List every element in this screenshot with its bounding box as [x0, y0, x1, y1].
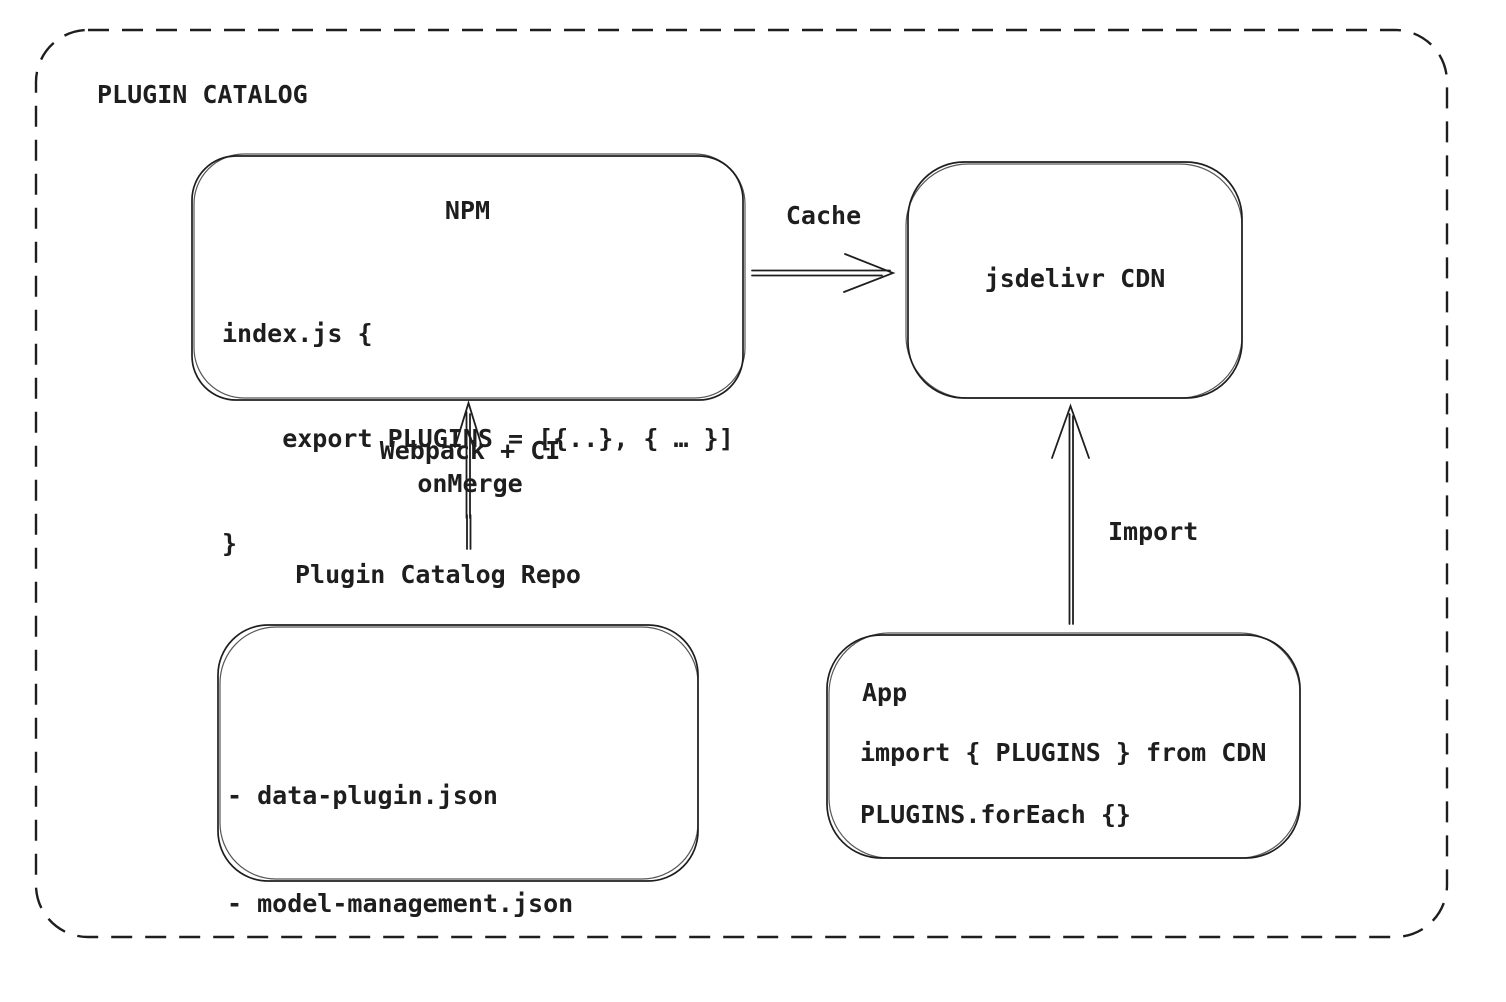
cache-edge-label: Cache: [785, 201, 862, 230]
catalog-boundary-outline: [34, 28, 1449, 939]
app-box-outline: [826, 632, 1301, 859]
repo-box-outline: [217, 624, 699, 882]
import-edge-label: Import: [1108, 517, 1199, 546]
repo-file-item: - model-management.json: [227, 889, 574, 918]
app-node-title: App: [862, 678, 908, 707]
repo-file-item: ...: [227, 994, 573, 1002]
cdn-box-outline: [905, 161, 1243, 399]
app-code-line: import { PLUGINS } from CDN: [860, 738, 1267, 767]
repo-file-list: - data-plugin.json - model-management.js…: [227, 706, 573, 1002]
app-code-line: PLUGINS.forEach {}: [860, 800, 1131, 829]
npm-code-line: export PLUGINS = [{..}, { … }]: [222, 424, 734, 453]
npm-node-title: NPM: [444, 196, 491, 225]
npm-box-outline: [191, 153, 746, 401]
repo-file-item: - data-plugin.json: [227, 781, 498, 810]
build-arrow: [454, 399, 483, 550]
cache-arrow: [751, 253, 896, 293]
diagram-title: PLUGIN CATALOG: [97, 80, 308, 109]
npm-code-block: index.js { export PLUGINS = [{..}, { … }…: [222, 246, 734, 631]
cdn-node-label: jsdelivr CDN: [984, 264, 1166, 293]
build-edge-label-line2: onMerge: [417, 469, 523, 498]
repo-node-title: Plugin Catalog Repo: [295, 560, 581, 589]
npm-code-line: index.js {: [222, 319, 373, 348]
build-edge-label-line1: Webpack + CI: [379, 436, 561, 465]
import-arrow: [1051, 403, 1090, 625]
npm-code-line: }: [222, 529, 238, 558]
